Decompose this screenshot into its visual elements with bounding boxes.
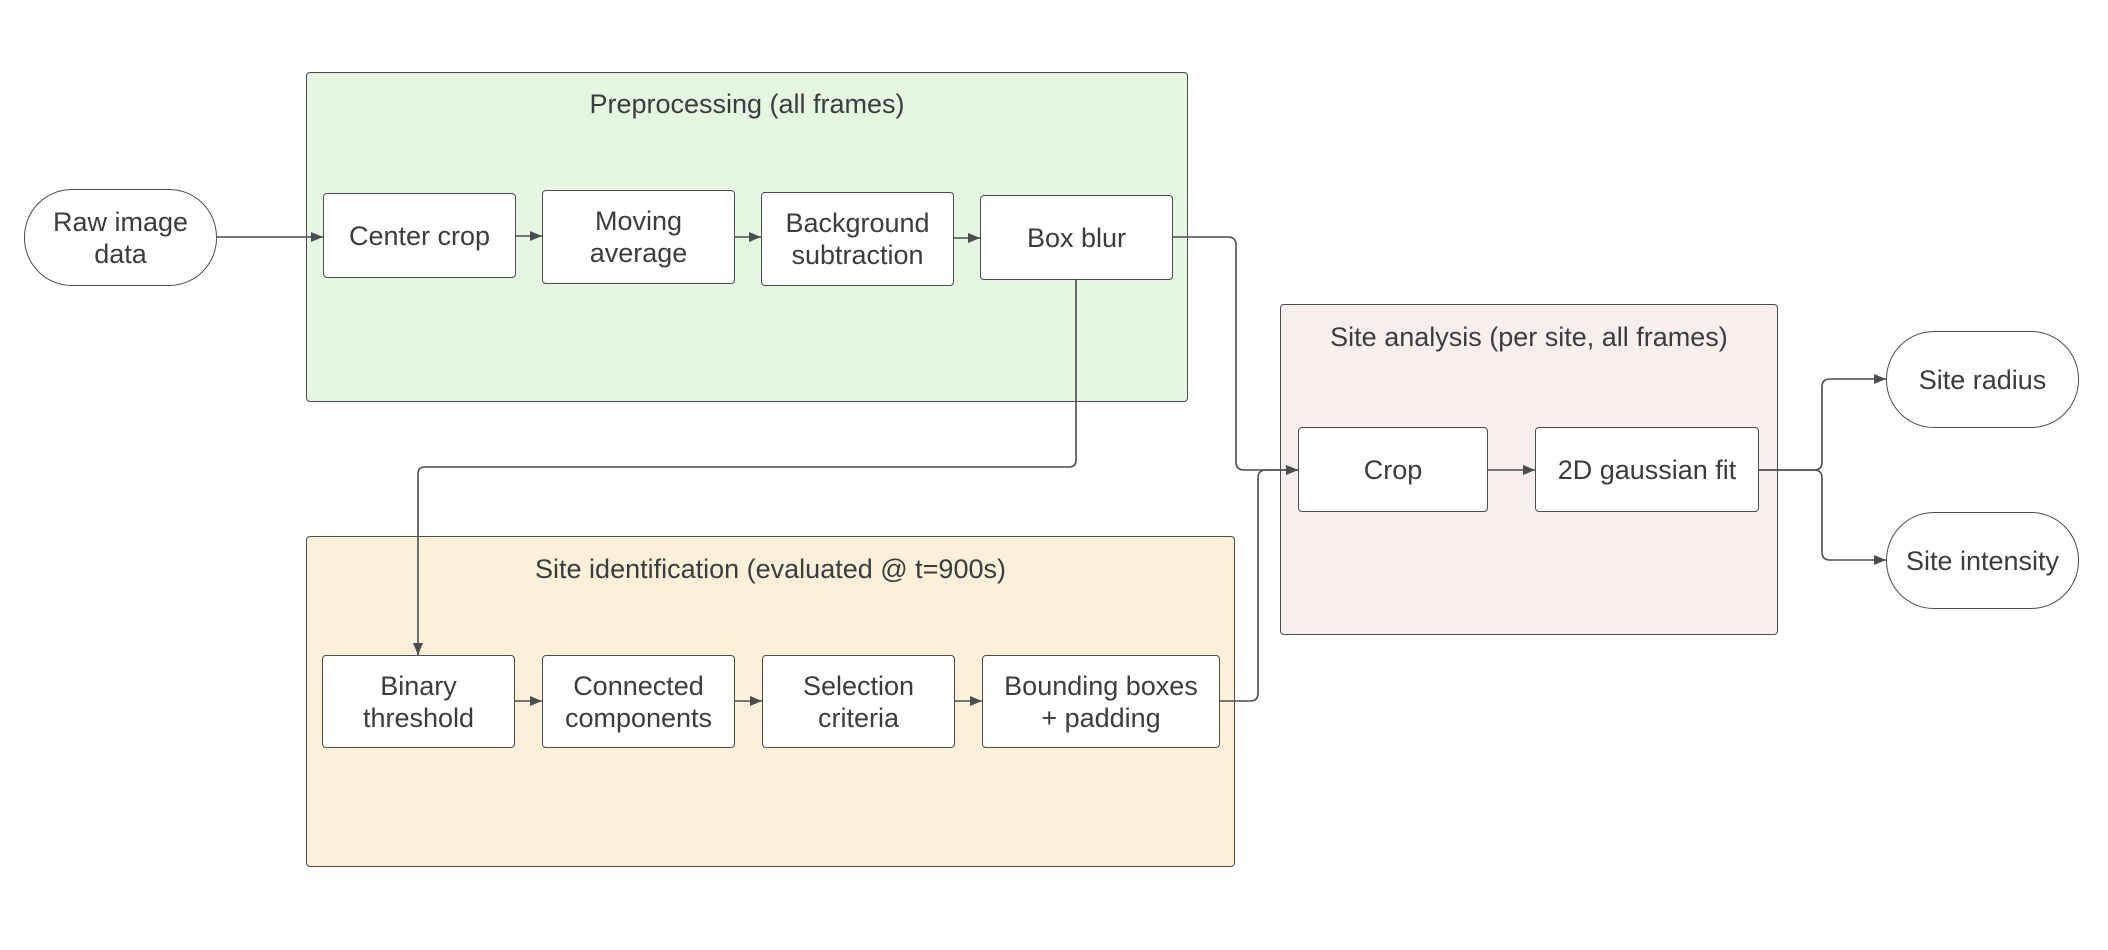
binary-threshold-node: Binary threshold: [322, 655, 515, 748]
connected-components-node: Connected components: [542, 655, 735, 748]
bounding-boxes-node: Bounding boxes + padding: [982, 655, 1220, 748]
center-crop-node: Center crop: [323, 193, 516, 278]
selection-criteria-node: Selection criteria: [762, 655, 955, 748]
edge-gaussian-fit-to-site-radius: [1759, 374, 1886, 471]
site-radius-node: Site radius: [1886, 331, 2079, 428]
background-subtraction-node: Background subtraction: [761, 192, 954, 286]
site-analysis-group-title: Site analysis (per site, all frames): [1330, 322, 1728, 352]
site-intensity-node: Site intensity: [1886, 512, 2079, 609]
preprocessing-group-title: Preprocessing (all frames): [589, 89, 905, 119]
raw-image-data-node: Raw image data: [24, 189, 217, 286]
box-blur-node: Box blur: [980, 195, 1173, 280]
moving-average-node: Moving average: [542, 190, 735, 284]
gaussian-fit-node: 2D gaussian fit: [1535, 427, 1759, 512]
site-identification-group-title: Site identification (evaluated @ t=900s): [535, 554, 1006, 584]
crop-node: Crop: [1298, 427, 1488, 512]
edge-gaussian-fit-to-site-intensity: [1759, 469, 1886, 565]
